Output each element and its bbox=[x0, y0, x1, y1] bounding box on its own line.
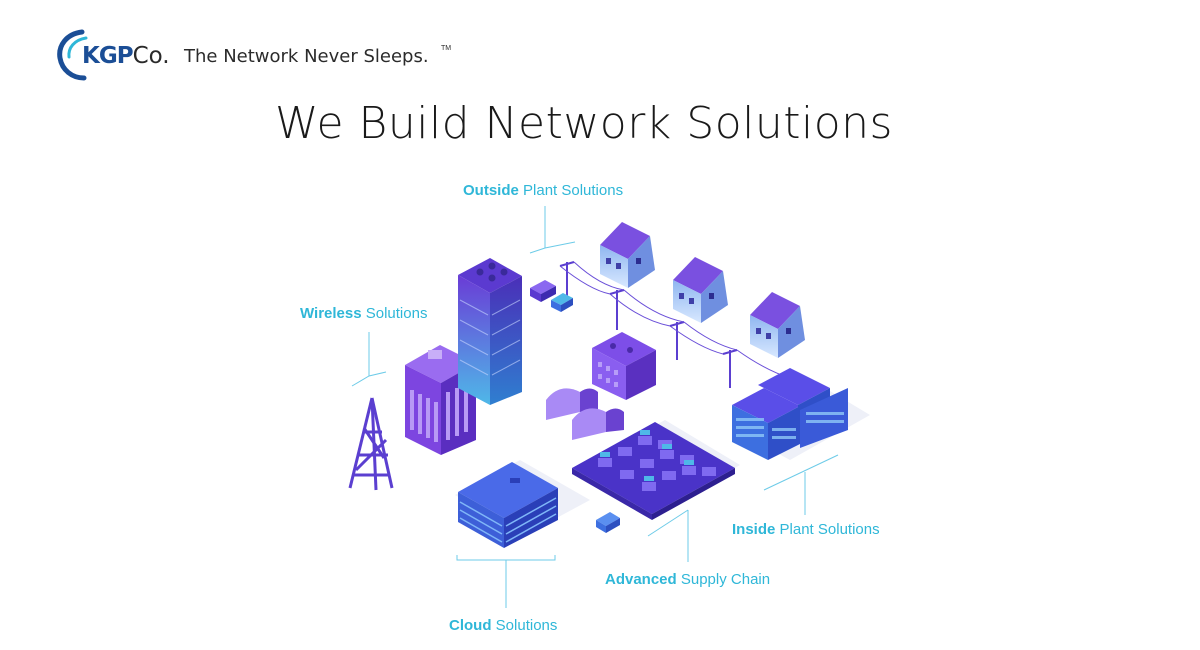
label-wireless: Wireless Solutions bbox=[300, 305, 428, 322]
company-logo[interactable]: KGPCo. The Network Never Sleeps. TM bbox=[56, 26, 476, 86]
office-tower bbox=[458, 258, 522, 405]
label-inside-plant: Inside Plant Solutions bbox=[732, 521, 880, 538]
service-van-icon bbox=[551, 293, 573, 312]
trademark-mark: TM bbox=[441, 45, 452, 52]
label-cloud: Cloud Solutions bbox=[449, 617, 558, 634]
power-lines bbox=[559, 261, 791, 379]
utility-poles bbox=[559, 261, 738, 388]
delivery-van-icon bbox=[596, 512, 620, 533]
warehouse-sheds bbox=[546, 388, 624, 440]
cloud-datacenter-building bbox=[458, 462, 558, 548]
logo-wordmark: KGPCo. bbox=[82, 43, 170, 69]
logo-tagline: The Network Never Sleeps. bbox=[184, 46, 429, 67]
label-leader-lines bbox=[351, 206, 839, 608]
house-2 bbox=[673, 257, 728, 323]
datacenter-cube bbox=[592, 332, 656, 400]
supply-chain-lot bbox=[572, 422, 735, 520]
house-3 bbox=[750, 292, 805, 358]
service-truck-icon bbox=[530, 280, 556, 302]
house-1 bbox=[600, 222, 655, 288]
label-outside-plant: Outside Plant Solutions bbox=[463, 182, 624, 199]
inside-plant-buildings bbox=[732, 368, 848, 460]
cell-tower-icon bbox=[348, 397, 394, 491]
logo-swoosh-icon bbox=[57, 29, 88, 81]
page-headline: We Build Network Solutions bbox=[275, 98, 893, 149]
label-supply-chain: Advanced Supply Chain bbox=[605, 571, 771, 588]
